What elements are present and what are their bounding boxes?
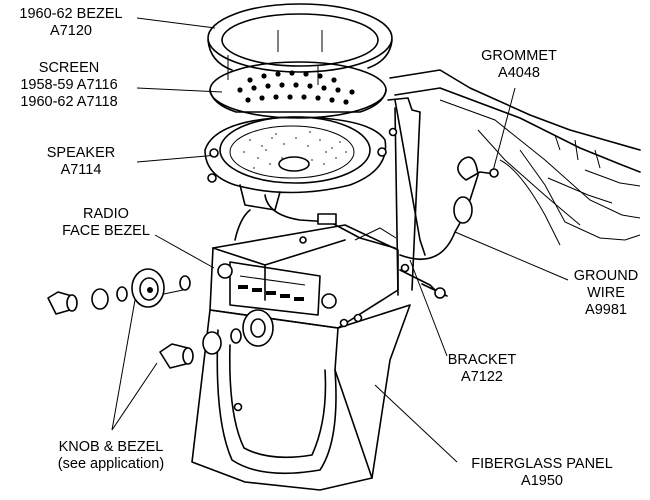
screen-label: SCREEN 1958-59 A7116 1960-62 A7118: [2, 60, 136, 111]
screen-label-title: SCREEN: [38, 60, 100, 76]
fiberglass-panel-title: FIBERGLASS PANEL: [471, 456, 613, 472]
bezel-label-part: A7120: [50, 23, 92, 39]
bezel-ring: [207, 3, 393, 73]
grommet-label-part: A4048: [498, 65, 540, 81]
knob-bezel-note: (see application): [57, 456, 165, 472]
radio-body: [209, 224, 399, 329]
speaker-label-part: A7114: [60, 162, 102, 178]
ground-wire-line2: WIRE: [587, 285, 625, 301]
knob-bezel-title: KNOB & BEZEL: [58, 439, 164, 455]
radio-face-bezel-label: RADIO FACE BEZEL: [46, 206, 166, 240]
fiberglass-panel: [191, 304, 411, 491]
ground-wire-part: A9981: [585, 302, 627, 318]
grommet-label: GROMMET A4048: [478, 48, 560, 82]
knob-bezel-upper: [47, 268, 191, 315]
dashboard-outline: [389, 69, 641, 256]
wiring: [234, 156, 499, 260]
leader-lines: [111, 17, 569, 463]
radio-face-bezel-line1: RADIO: [83, 206, 129, 222]
bracket-label-part: A7122: [461, 369, 503, 385]
ground-wire-label: GROUND WIRE A9981: [566, 268, 646, 319]
bezel-label: 1960-62 BEZEL A7120: [4, 6, 138, 40]
bracket-label: BRACKET A7122: [442, 352, 522, 386]
speaker-label: SPEAKER A7114: [28, 145, 134, 179]
speaker-label-title: SPEAKER: [46, 145, 116, 161]
bezel-label-title: 1960-62 BEZEL: [19, 6, 123, 22]
ground-wire-line1: GROUND: [573, 268, 639, 284]
fiberglass-panel-label: FIBERGLASS PANEL A1950: [452, 456, 632, 490]
screen-label-line2: 1960-62 A7118: [20, 94, 118, 110]
grommet-label-title: GROMMET: [481, 48, 557, 64]
fiberglass-panel-part: A1950: [521, 473, 563, 489]
screen-label-line1: 1958-59 A7116: [20, 77, 118, 93]
speaker: [204, 116, 387, 211]
bracket: [387, 97, 448, 299]
knob-bezel-lower: [159, 309, 274, 369]
bracket-label-title: BRACKET: [447, 352, 517, 368]
speaker-screen: [209, 55, 387, 119]
knob-bezel-label: KNOB & BEZEL (see application): [28, 439, 194, 473]
radio-face-bezel-line2: FACE BEZEL: [62, 223, 150, 239]
